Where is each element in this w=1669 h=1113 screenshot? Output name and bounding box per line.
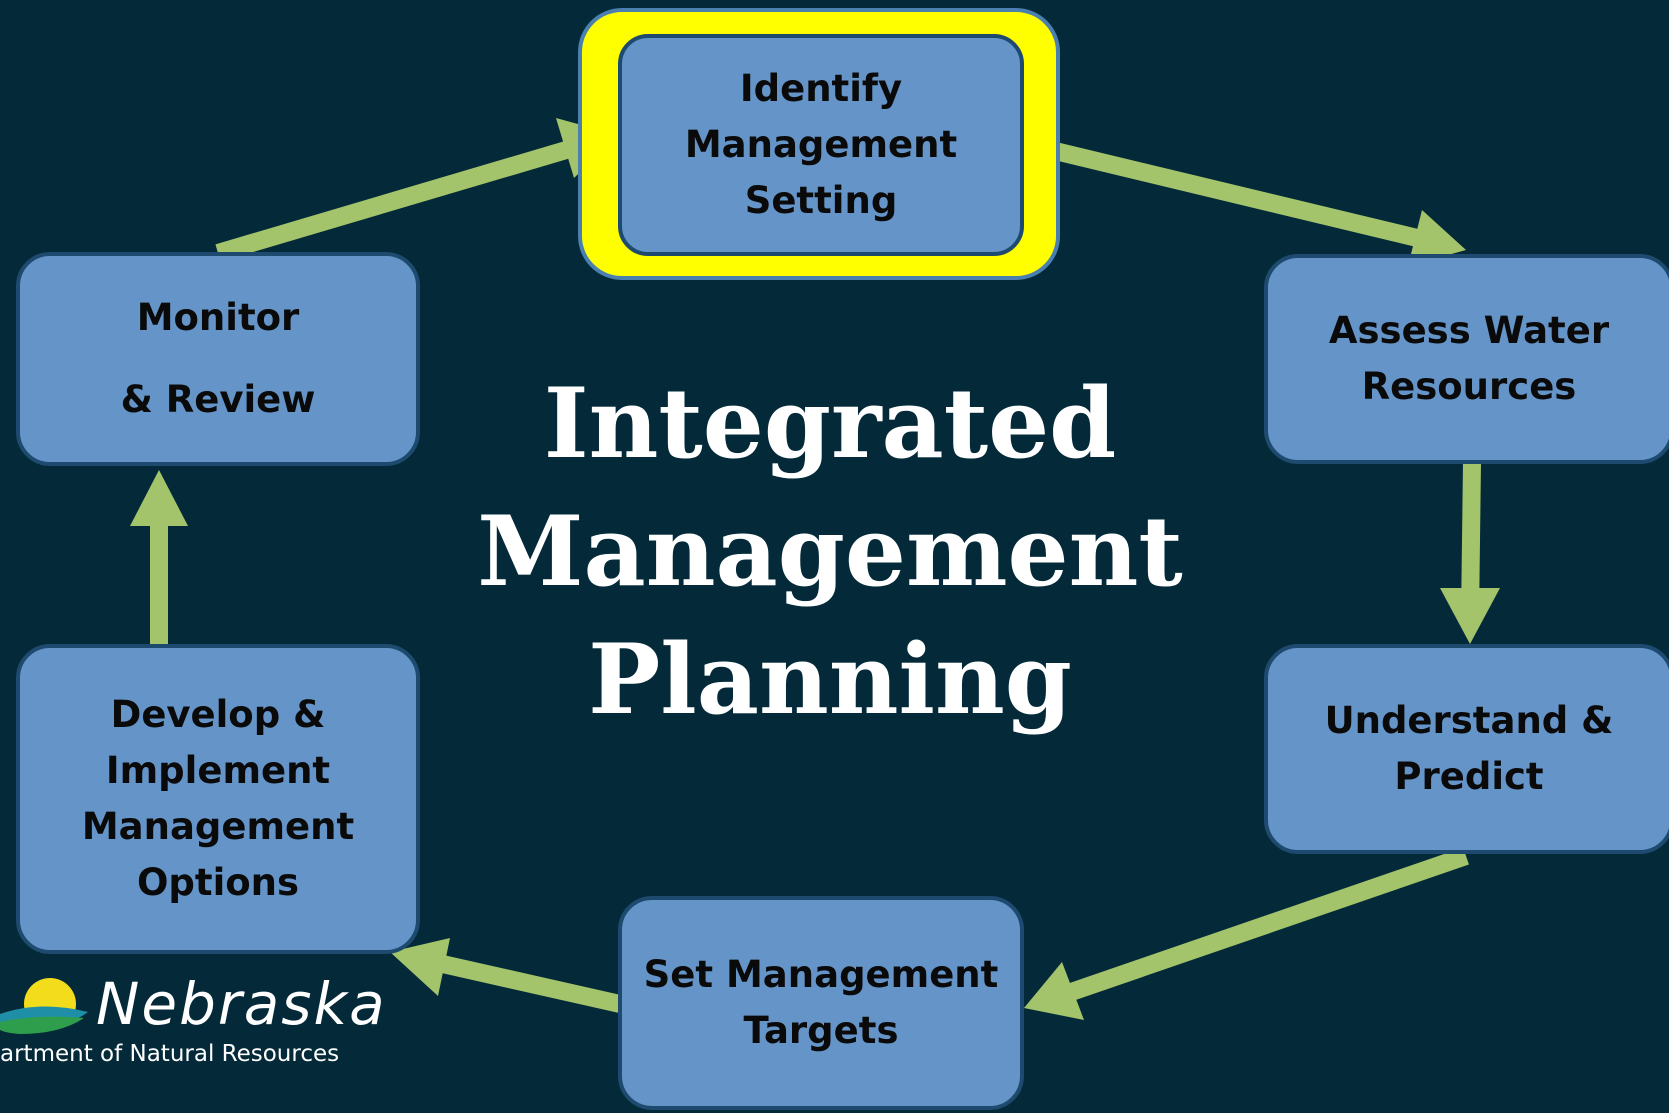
node-set-management-targets[interactable]: Set Management Targets [618,896,1024,1110]
node-understand-predict[interactable]: Understand & Predict [1264,644,1669,854]
node-identify-management-setting[interactable]: Identify Management Setting [618,34,1024,256]
title-line-3: Planning [588,623,1072,736]
logo-subtitle: artment of Natural Resources [0,1041,340,1067]
node-identify-line-2: Management [684,123,958,166]
diagram-title: Integrated Management Planning [470,360,1190,744]
sun-landscape-icon [0,978,88,1034]
node-identify-line-1: Identify [739,67,903,110]
node-targets-line-2: Targets [743,1009,899,1052]
logo-name: Nebraska [96,970,387,1038]
node-understand-line-2: Predict [1394,755,1544,798]
node-develop-line-2: Implement [105,749,331,792]
nebraska-dnr-logo: Nebraska artment of Natural Resources [0,970,400,1080]
arrow-assess-to-understand [1440,461,1500,644]
arrow-understand-to-targets [1024,847,1469,1020]
arrow-monitor-to-identify [215,118,618,262]
node-identify-line-3: Setting [744,179,898,222]
node-targets-line-1: Set Management [643,953,999,996]
node-understand-line-1: Understand & [1324,699,1614,742]
node-monitor-line-1: Monitor [136,296,300,339]
arrow-develop-to-monitor [130,470,188,662]
node-develop-line-3: Management [81,805,355,848]
node-develop-implement-options[interactable]: Develop & Implement Management Options [16,644,420,954]
arrow-identify-to-assess [1019,134,1466,266]
title-line-2: Management [477,495,1183,608]
node-monitor-review[interactable]: Monitor & Review [16,252,420,466]
node-monitor-line-2: & Review [120,378,316,421]
node-assess-line-2: Resources [1361,365,1577,408]
title-line-1: Integrated [543,367,1117,480]
node-assess-water-resources[interactable]: Assess Water Resources [1264,254,1669,464]
node-develop-line-1: Develop & [110,693,326,736]
arrow-targets-to-develop [390,938,622,1013]
node-assess-line-1: Assess Water [1328,309,1610,352]
node-develop-line-4: Options [136,861,300,904]
